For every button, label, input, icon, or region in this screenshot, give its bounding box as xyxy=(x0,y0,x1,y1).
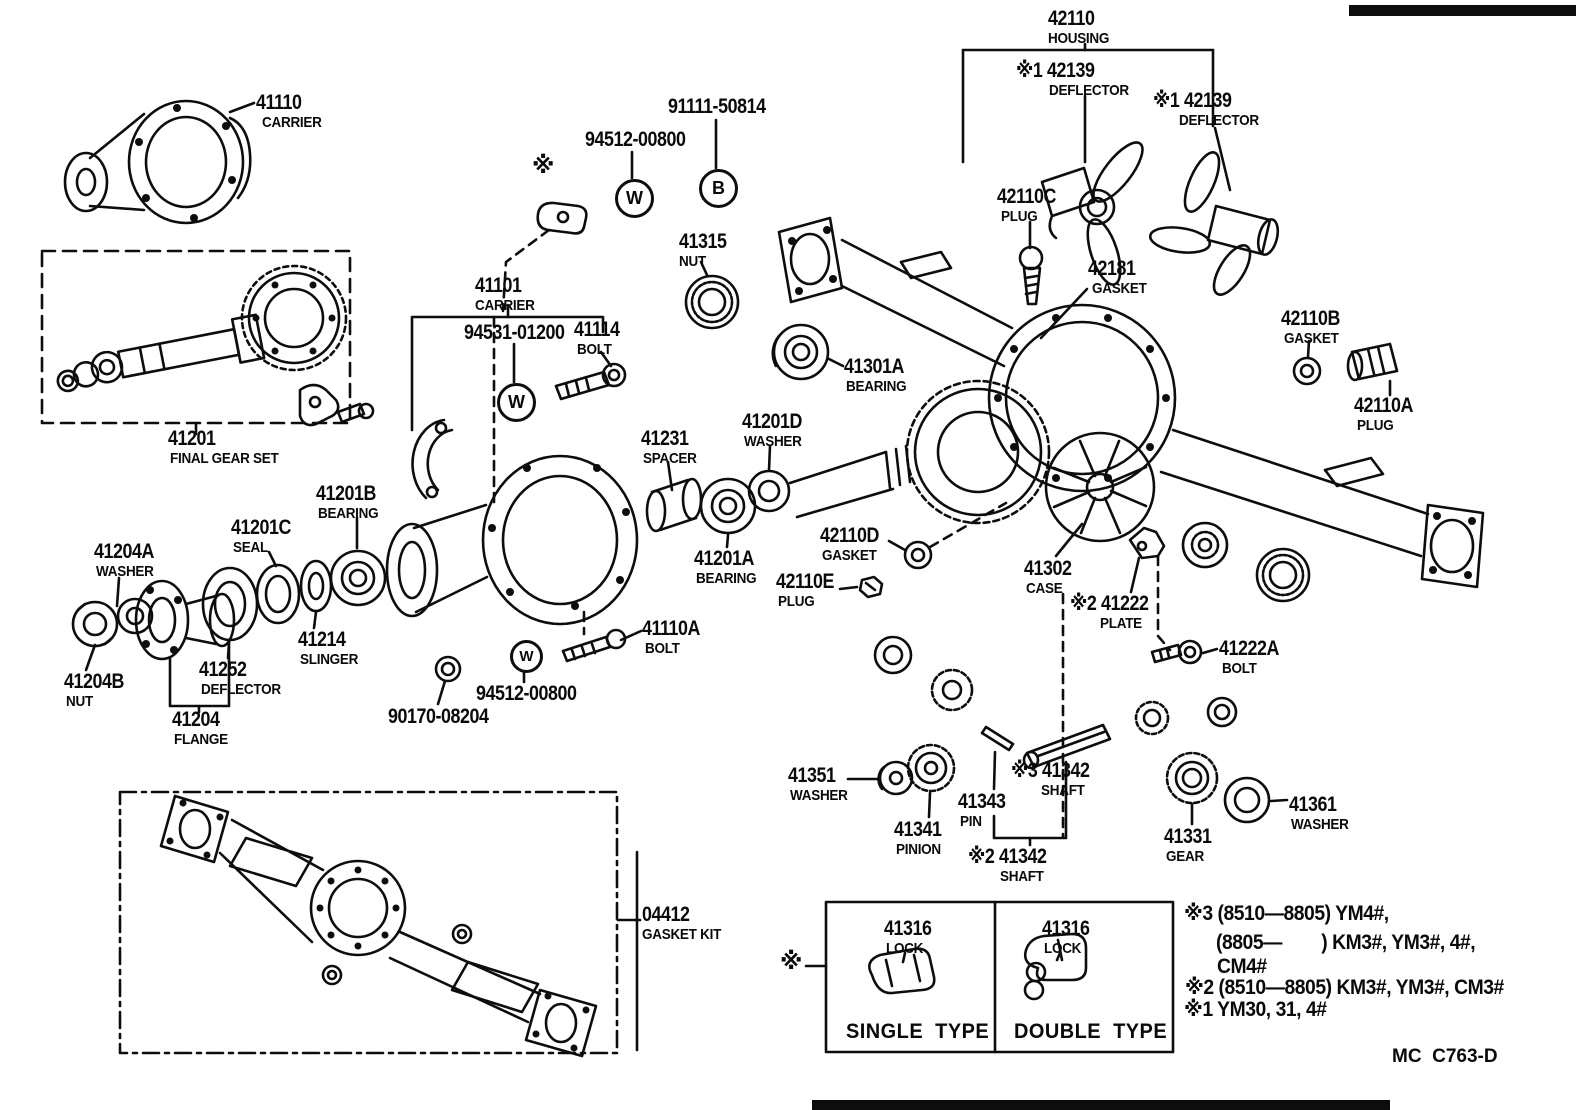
asterisk-mark: ※ xyxy=(780,948,803,974)
deflectors-drawing xyxy=(961,42,1280,306)
plate-bolt-drawing xyxy=(1128,526,1219,665)
note-line-3: CM4# xyxy=(1217,955,1267,978)
label-washer-94512-mid: 94512-00800 xyxy=(476,682,577,705)
caption-single-type: SINGLE TYPE xyxy=(846,1020,990,1043)
label-washer-94531: 94531-01200 xyxy=(464,321,565,344)
washer-symbol-w: W xyxy=(510,640,543,673)
differential-parts-drawing xyxy=(846,723,1289,847)
asterisk-mark: ※ xyxy=(532,152,555,178)
gasket-kit-drawing xyxy=(118,790,642,1058)
note-line-4: ※2 (8510—8805) KM3#, YM3#, CM3# xyxy=(1185,976,1504,999)
pinion-assembly-drawing xyxy=(645,444,912,549)
scan-artifact-bar xyxy=(812,1100,1390,1110)
lock-type-table xyxy=(804,900,1175,1054)
label-washer-94512-top: 94512-00800 xyxy=(585,128,686,151)
note-line-2: (8805— ) KM3#, YM3#, 4#, xyxy=(1216,931,1476,954)
note-line-5: ※1 YM30, 31, 4# xyxy=(1184,998,1327,1021)
label-bolt-91111: 91111-50814 xyxy=(668,95,766,118)
top-fasteners-drawing xyxy=(501,118,1089,381)
carrier-top-drawing xyxy=(63,99,256,225)
right-plugs-drawing xyxy=(1292,339,1399,397)
final-gear-set-drawing xyxy=(40,249,375,436)
scan-artifact-bar xyxy=(1349,5,1576,16)
caption-double-type: DOUBLE TYPE xyxy=(1014,1020,1168,1043)
bolt-symbol-b: B xyxy=(699,169,738,208)
figure-code: MC C763-D xyxy=(1392,1046,1498,1067)
note-line-1: ※3 (8510—8805) YM4#, xyxy=(1184,902,1389,925)
flange-assembly-drawing xyxy=(71,516,387,714)
carrier-mid-drawing xyxy=(385,303,643,706)
washer-symbol-w: W xyxy=(615,179,654,218)
washer-symbol-w: W xyxy=(497,383,536,422)
label-nut-90170: 90170-08204 xyxy=(388,705,489,728)
case-plugs-drawing xyxy=(838,501,1008,599)
axle-housing-drawing xyxy=(777,216,1485,838)
